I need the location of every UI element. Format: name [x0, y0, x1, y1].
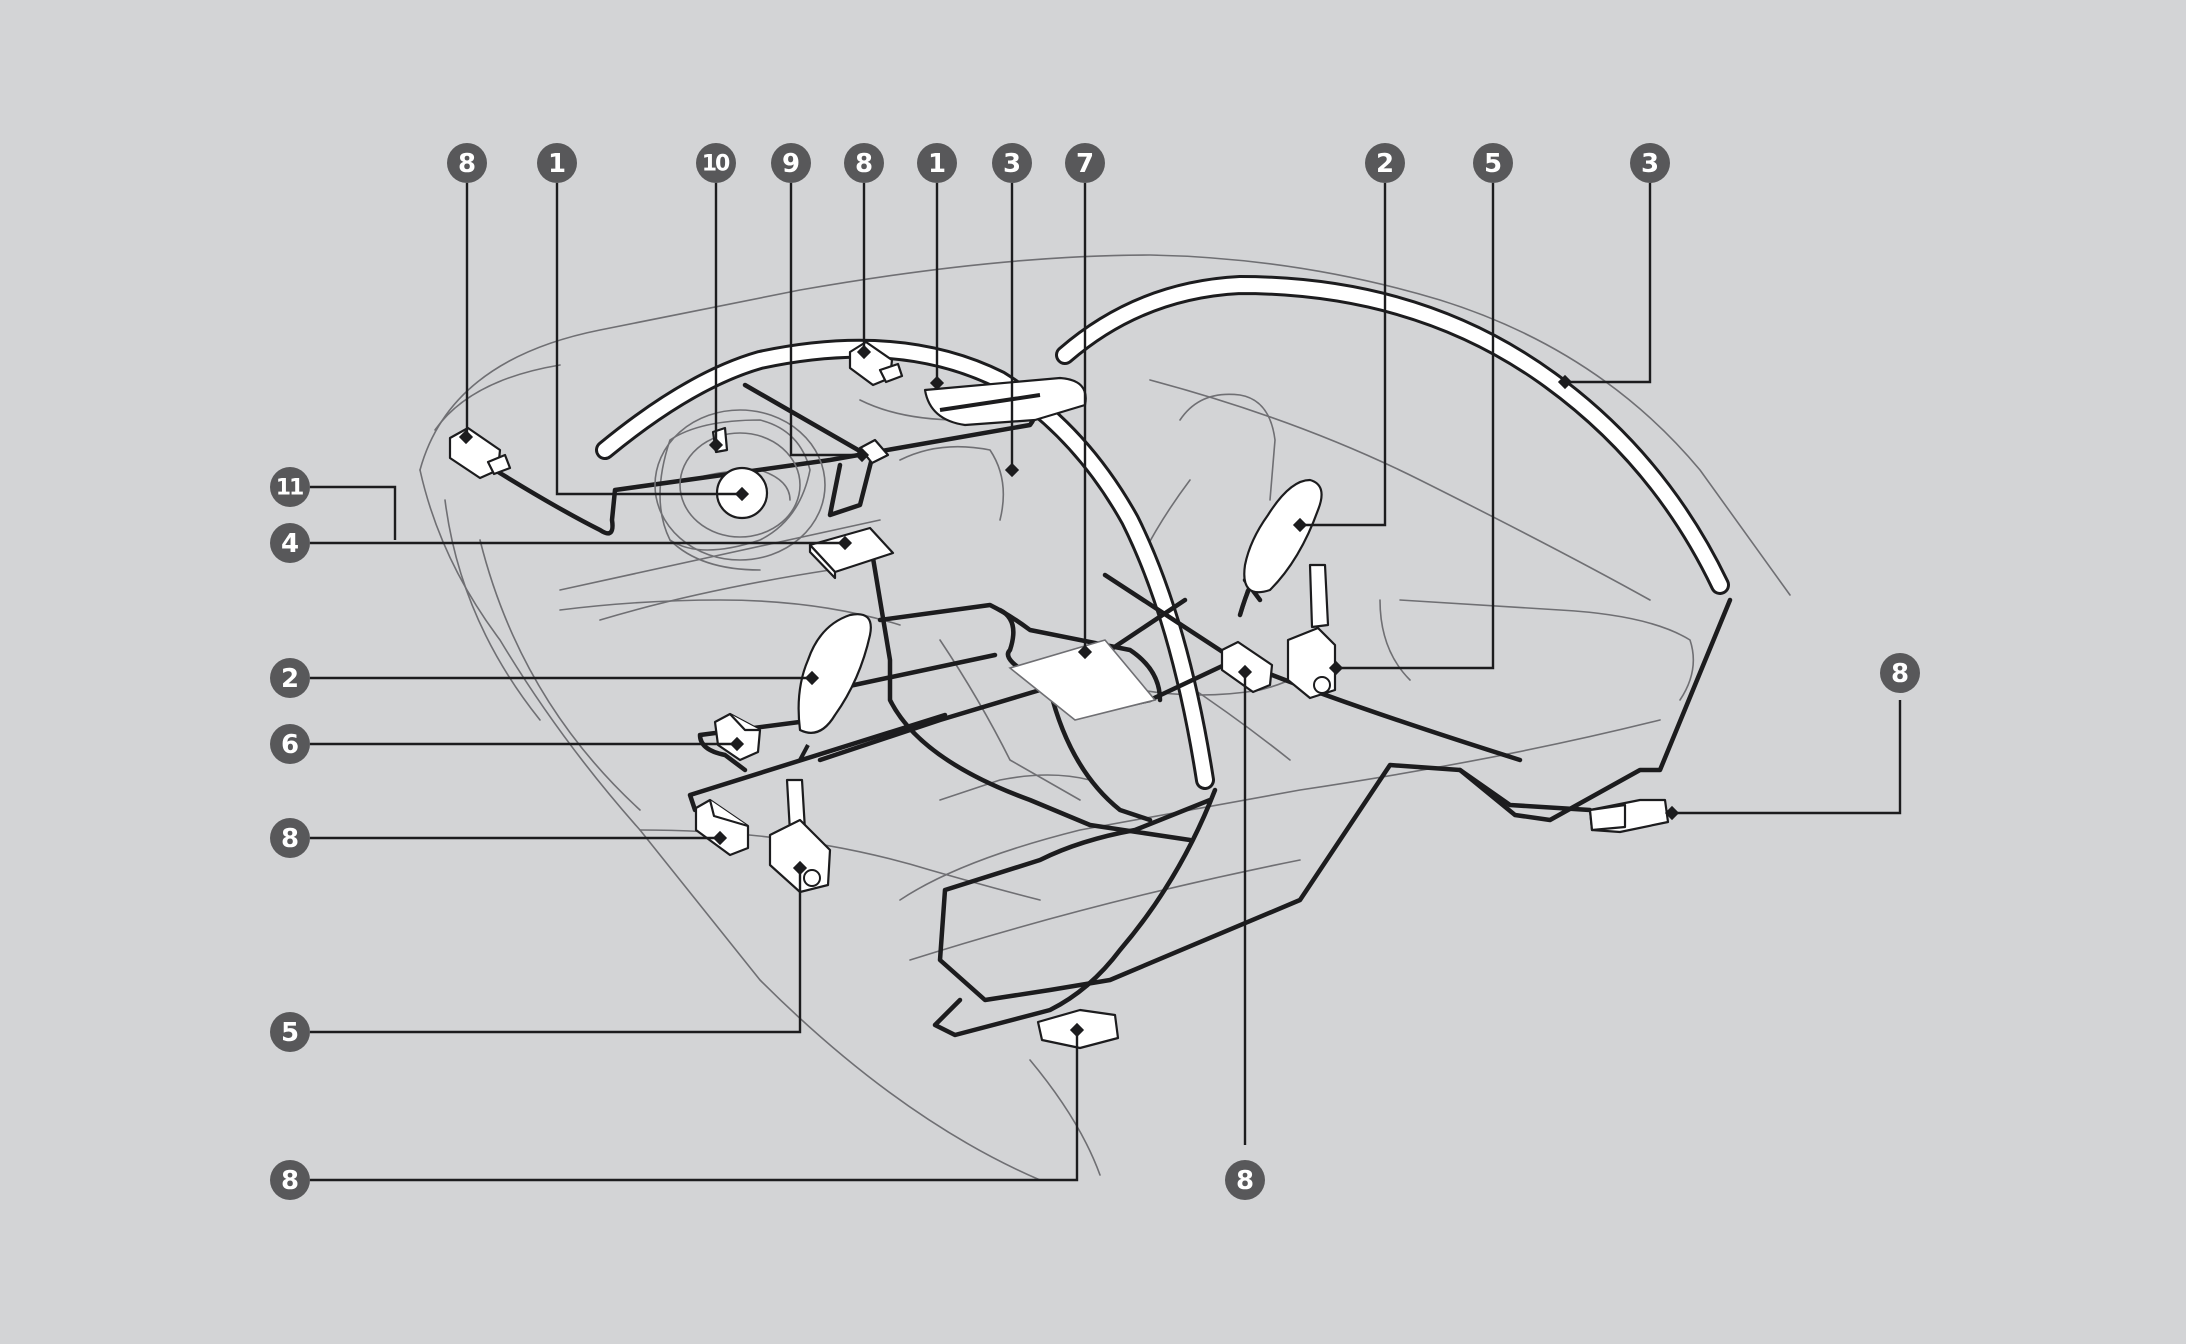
callout-5-top-right: 5: [1473, 143, 1513, 183]
svg-text:8: 8: [1891, 659, 1909, 689]
callout-2-left: 2: [270, 658, 310, 698]
svg-text:3: 3: [1641, 149, 1659, 179]
impact-sensor-front-left-icon: [448, 426, 512, 480]
callout-3-top-right: 3: [1630, 143, 1670, 183]
callout-8-top-center: 8: [844, 143, 884, 183]
callout-2-top-right: 2: [1365, 143, 1405, 183]
impact-sensor-left-side-icon: [694, 798, 750, 857]
svg-text:7: 7: [1076, 149, 1094, 179]
srs-unit-icon: [808, 526, 895, 580]
svg-text:5: 5: [281, 1018, 299, 1048]
svg-text:11: 11: [276, 476, 303, 501]
svg-text:1: 1: [548, 149, 566, 179]
svg-text:8: 8: [855, 149, 873, 179]
callout-7-top: 7: [1065, 143, 1105, 183]
callout-1-top-center: 1: [917, 143, 957, 183]
callout-10-top: 10: [696, 143, 736, 183]
svg-text:9: 9: [782, 149, 800, 179]
svg-text:5: 5: [1484, 149, 1502, 179]
callout-4-left: 4: [270, 523, 310, 563]
svg-text:2: 2: [281, 664, 299, 694]
svg-text:10: 10: [702, 152, 730, 177]
svg-text:8: 8: [281, 1166, 299, 1196]
svg-text:3: 3: [1003, 149, 1021, 179]
callout-8-left-bottom: 8: [270, 1160, 310, 1200]
front-side-airbag-left-icon: [797, 613, 872, 761]
seat-belt-pretensioner-left-icon: [768, 778, 832, 894]
callout-8-left: 8: [270, 818, 310, 858]
front-side-airbag-right-icon: [1238, 478, 1323, 616]
curtain-airbag-rear: [1055, 274, 1730, 595]
svg-text:8: 8: [458, 149, 476, 179]
svg-text:2: 2: [1376, 149, 1394, 179]
callout-8-bottom: 8: [1225, 1160, 1265, 1200]
callout-11-left: 11: [270, 467, 310, 507]
svg-text:8: 8: [1236, 1166, 1254, 1196]
callout-1-top-left: 1: [537, 143, 577, 183]
passenger-detection-sensor-icon: [858, 438, 890, 465]
steering-wheel: [654, 409, 826, 571]
callout-5-left: 5: [270, 1012, 310, 1052]
seat-belt-pretensioner-right-icon: [1286, 563, 1337, 700]
callout-3-top-center: 3: [992, 143, 1032, 183]
callout-9-top: 9: [771, 143, 811, 183]
svg-text:8: 8: [281, 824, 299, 854]
wiring-harness: [492, 382, 1733, 1038]
leader-lines: [310, 183, 1902, 1182]
callout-6-left: 6: [270, 724, 310, 764]
svg-text:6: 6: [281, 730, 299, 760]
callout-8-right: 8: [1880, 653, 1920, 693]
svg-text:1: 1: [928, 149, 946, 179]
callout-8-top-left: 8: [447, 143, 487, 183]
leader-markers: [458, 344, 1680, 1038]
seat-weight-sensor-pad-icon: [1008, 639, 1157, 721]
svg-text:4: 4: [281, 529, 299, 559]
impact-sensor-rear-right-icon: [1588, 798, 1670, 834]
passenger-front-airbag-icon: [923, 376, 1087, 427]
curtain-airbag-front: [595, 338, 1215, 790]
